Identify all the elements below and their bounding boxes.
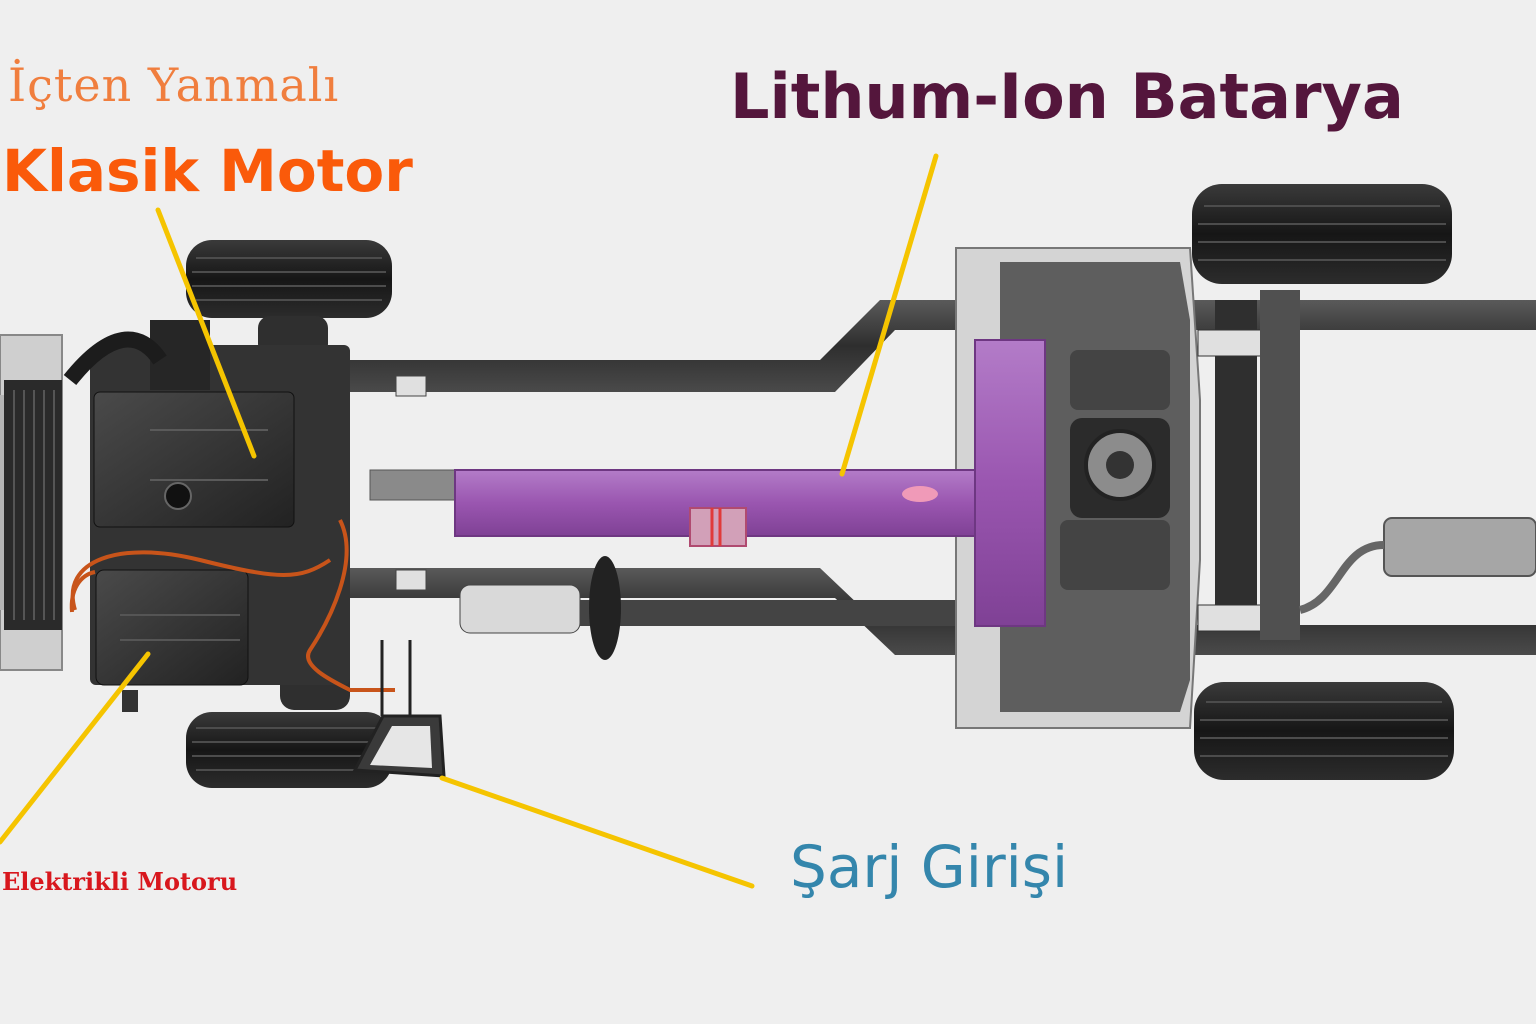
leader-line-electric-motor (0, 651, 151, 845)
exhaust-muffler (1298, 517, 1536, 614)
label-battery: Lithum-Ion Batarya (730, 60, 1404, 133)
lithium-ion-battery (454, 339, 1046, 627)
label-ice-line1: İçten Yanmalı (8, 58, 340, 112)
leader-line-battery (839, 153, 939, 477)
front-wheel-top (186, 240, 392, 356)
leader-line-ice (155, 207, 257, 459)
wiring (69, 519, 395, 692)
rear-wheel-bottom (1194, 682, 1454, 780)
electric-motor-unit (95, 569, 249, 712)
leader-line-charge-port (439, 775, 755, 889)
rear-wheel-top (1192, 184, 1452, 284)
rear-subframe (955, 247, 1201, 729)
label-ice-line2: Klasik Motor (2, 137, 413, 205)
label-charge-port: Şarj Girişi (790, 833, 1069, 901)
rear-axle (1197, 290, 1300, 640)
label-electric-motor: Elektrikli Motoru (2, 867, 238, 896)
charge-port-housing (352, 640, 446, 778)
leader-lines (0, 153, 939, 889)
radiator (4, 380, 62, 630)
drive-shaft (459, 556, 960, 660)
